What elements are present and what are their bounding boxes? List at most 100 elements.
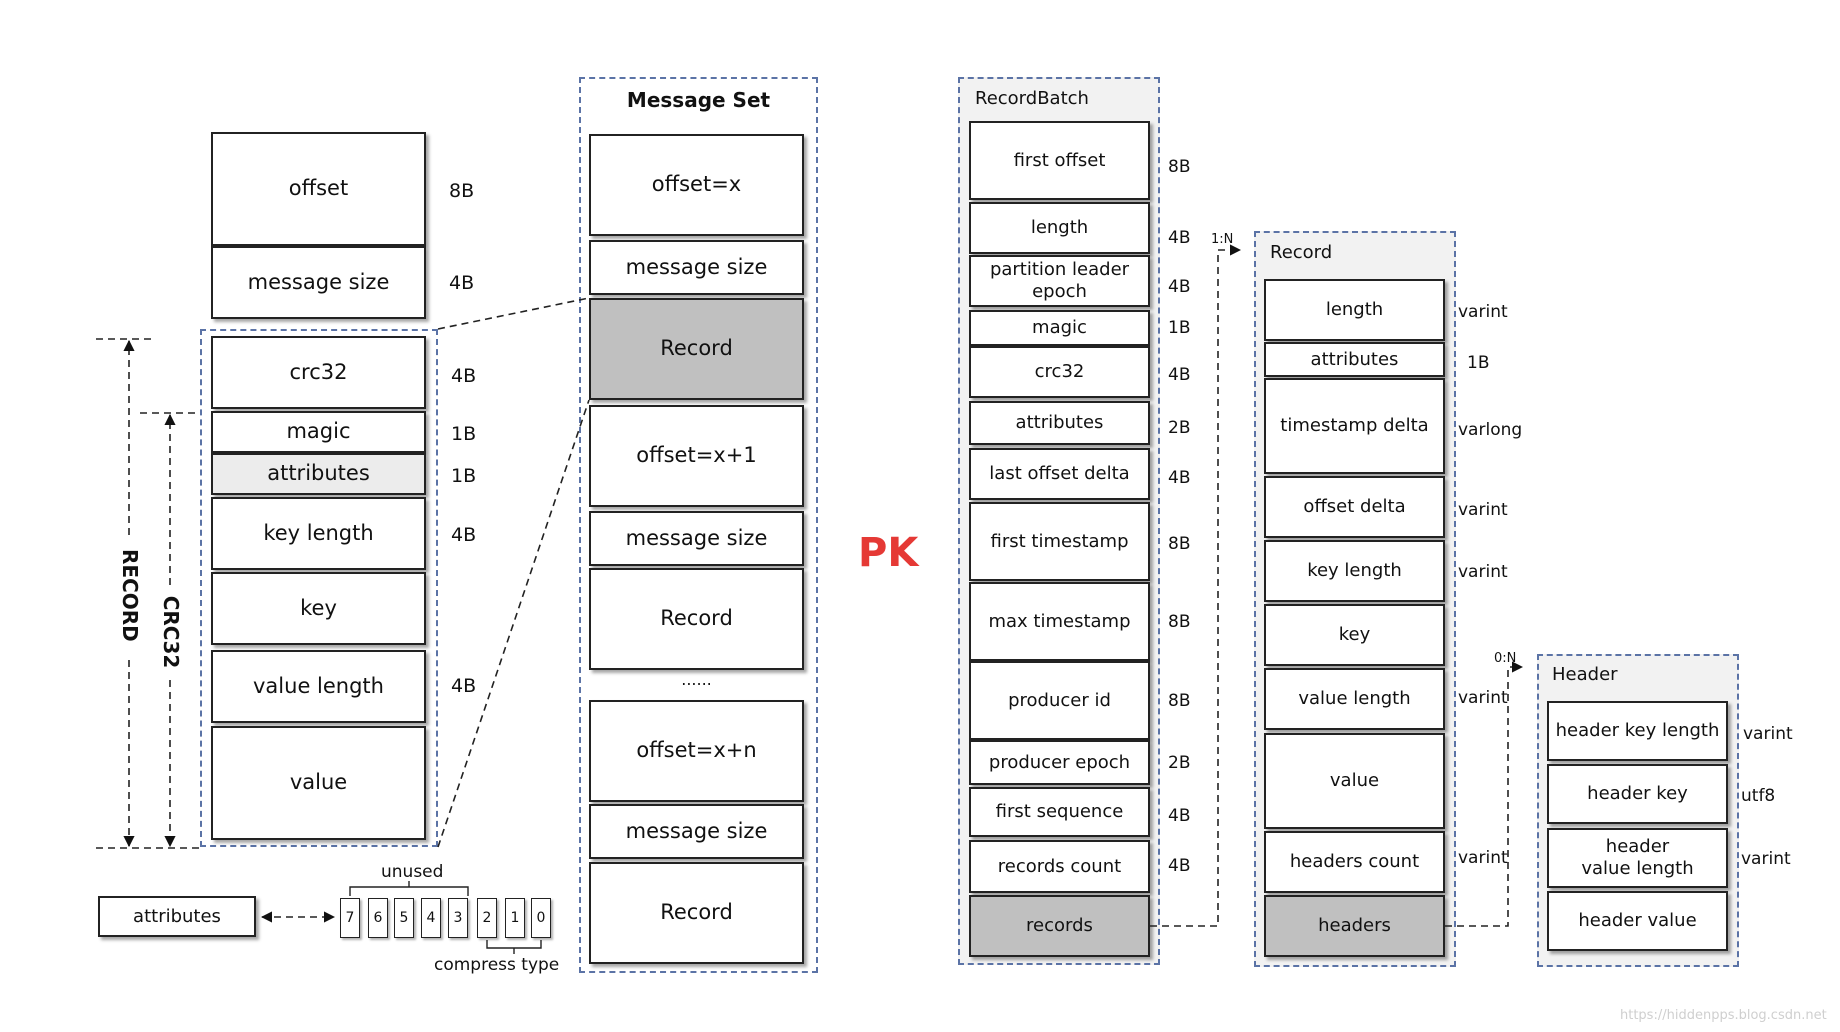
bit-6: 6 bbox=[368, 898, 388, 938]
compress-type-label: compress type bbox=[434, 955, 560, 975]
bit-4: 4 bbox=[421, 898, 441, 938]
zoom-line-bottom bbox=[437, 399, 590, 848]
headers-link bbox=[1445, 661, 1524, 927]
record-attributes: attributes bbox=[1264, 342, 1445, 377]
record-batch-title: RecordBatch bbox=[975, 88, 1089, 109]
compress-bracket bbox=[486, 940, 542, 949]
legacy-message-size-size: 4B bbox=[449, 272, 475, 294]
batch-producer-epoch: producer epoch bbox=[969, 740, 1150, 785]
record-headers: headers bbox=[1264, 895, 1445, 957]
bit-0: 0 bbox=[531, 898, 551, 938]
batch-length: length bbox=[969, 202, 1150, 254]
message-set-title: Message Set bbox=[626, 88, 771, 112]
batch-max-timestamp-size: 8B bbox=[1168, 612, 1191, 632]
batch-records: records bbox=[969, 895, 1150, 957]
batch-first-offset-size: 8B bbox=[1168, 157, 1191, 177]
batch-crc32: crc32 bbox=[969, 346, 1150, 398]
bit-5: 5 bbox=[394, 898, 414, 938]
header-value: header value bbox=[1547, 891, 1728, 951]
record-length-size: varint bbox=[1458, 302, 1508, 322]
batch-magic: magic bbox=[969, 310, 1150, 346]
record-title: Record bbox=[1270, 242, 1333, 263]
header-value-length-size: varint bbox=[1741, 849, 1791, 869]
watermark: https://hiddenpps.blog.csdn.net bbox=[1620, 1008, 1827, 1023]
legacy-value-length-size: 4B bbox=[451, 675, 477, 697]
batch-producer-id: producer id bbox=[969, 661, 1150, 740]
batch-attributes: attributes bbox=[969, 401, 1150, 445]
record-headers-count-size: varint bbox=[1458, 848, 1508, 868]
message-set-item: message size bbox=[589, 804, 804, 859]
records-link bbox=[1150, 244, 1242, 927]
record-value-length: value length bbox=[1264, 668, 1445, 730]
header-title: Header bbox=[1552, 664, 1618, 685]
unused-bracket bbox=[349, 886, 469, 896]
batch-attributes-size: 2B bbox=[1168, 418, 1191, 438]
header-key-length: header key length bbox=[1547, 701, 1728, 761]
legacy-crc32-box: crc32 bbox=[211, 336, 426, 409]
batch-producer-id-size: 8B bbox=[1168, 691, 1191, 711]
record-timestamp-delta: timestamp delta bbox=[1264, 378, 1445, 474]
legacy-crc32-size: 4B bbox=[451, 365, 477, 387]
legacy-key-length-box: key length bbox=[211, 497, 426, 570]
legacy-attributes-size: 1B bbox=[451, 465, 477, 487]
record-key-length: key length bbox=[1264, 540, 1445, 602]
batch-first-timestamp-size: 8B bbox=[1168, 534, 1191, 554]
message-set-item: Record bbox=[589, 298, 804, 400]
message-set-item: message size bbox=[589, 511, 804, 566]
legacy-offset-box: offset bbox=[211, 132, 426, 246]
header-value-length: header value length bbox=[1547, 828, 1728, 888]
unused-label: unused bbox=[381, 862, 444, 882]
legacy-value-length-box: value length bbox=[211, 650, 426, 723]
legacy-message-size-box: message size bbox=[211, 246, 426, 319]
batch-partition-leader-epoch: partition leader epoch bbox=[969, 255, 1150, 307]
batch-last-offset-delta-size: 4B bbox=[1168, 468, 1191, 488]
message-set-item: offset=x bbox=[589, 134, 804, 236]
legacy-key-box: key bbox=[211, 572, 426, 645]
message-set-item: offset=x+n bbox=[589, 700, 804, 802]
message-set-item: Record bbox=[589, 568, 804, 670]
legacy-value-box: value bbox=[211, 726, 426, 840]
header-key-size: utf8 bbox=[1741, 786, 1776, 806]
message-set-ellipsis: ...... bbox=[681, 670, 712, 689]
record-headers-count: headers count bbox=[1264, 831, 1445, 893]
zoom-line-top bbox=[437, 297, 590, 330]
batch-first-sequence: first sequence bbox=[969, 787, 1150, 837]
bit-1: 1 bbox=[505, 898, 525, 938]
batch-max-timestamp: max timestamp bbox=[969, 582, 1150, 661]
bit-2: 2 bbox=[477, 898, 497, 938]
batch-first-timestamp: first timestamp bbox=[969, 502, 1150, 581]
batch-magic-size: 1B bbox=[1168, 318, 1191, 338]
batch-first-sequence-size: 4B bbox=[1168, 806, 1191, 826]
record-timestamp-delta-size: varlong bbox=[1458, 420, 1523, 440]
legacy-magic-size: 1B bbox=[451, 423, 477, 445]
record-key: key bbox=[1264, 604, 1445, 666]
batch-length-size: 4B bbox=[1168, 228, 1191, 248]
record-value: value bbox=[1264, 733, 1445, 829]
legacy-attributes-box: attributes bbox=[211, 453, 426, 495]
batch-last-offset-delta: last offset delta bbox=[969, 448, 1150, 500]
message-set-item: Record bbox=[589, 862, 804, 964]
legacy-magic-box: magic bbox=[211, 411, 426, 453]
bit-7: 7 bbox=[340, 898, 360, 938]
record-header-relation: 0:N bbox=[1494, 651, 1517, 666]
batch-record-relation: 1:N bbox=[1211, 232, 1234, 247]
header-key: header key bbox=[1547, 764, 1728, 824]
record-value-length-size: varint bbox=[1458, 688, 1508, 708]
attributes-detail-box: attributes bbox=[98, 896, 256, 937]
message-set-item: offset=x+1 bbox=[589, 405, 804, 507]
message-set-item: message size bbox=[589, 240, 804, 295]
record-length: length bbox=[1264, 279, 1445, 341]
batch-records-count: records count bbox=[969, 840, 1150, 893]
record-offset-delta: offset delta bbox=[1264, 476, 1445, 538]
bit-3: 3 bbox=[448, 898, 468, 938]
record-key-length-size: varint bbox=[1458, 562, 1508, 582]
header-key-length-size: varint bbox=[1743, 724, 1793, 744]
batch-crc32-size: 4B bbox=[1168, 365, 1191, 385]
batch-producer-epoch-size: 2B bbox=[1168, 753, 1191, 773]
batch-records-count-size: 4B bbox=[1168, 856, 1191, 876]
legacy-offset-size: 8B bbox=[449, 180, 475, 202]
record-offset-delta-size: varint bbox=[1458, 500, 1508, 520]
record-attributes-size: 1B bbox=[1467, 353, 1490, 373]
